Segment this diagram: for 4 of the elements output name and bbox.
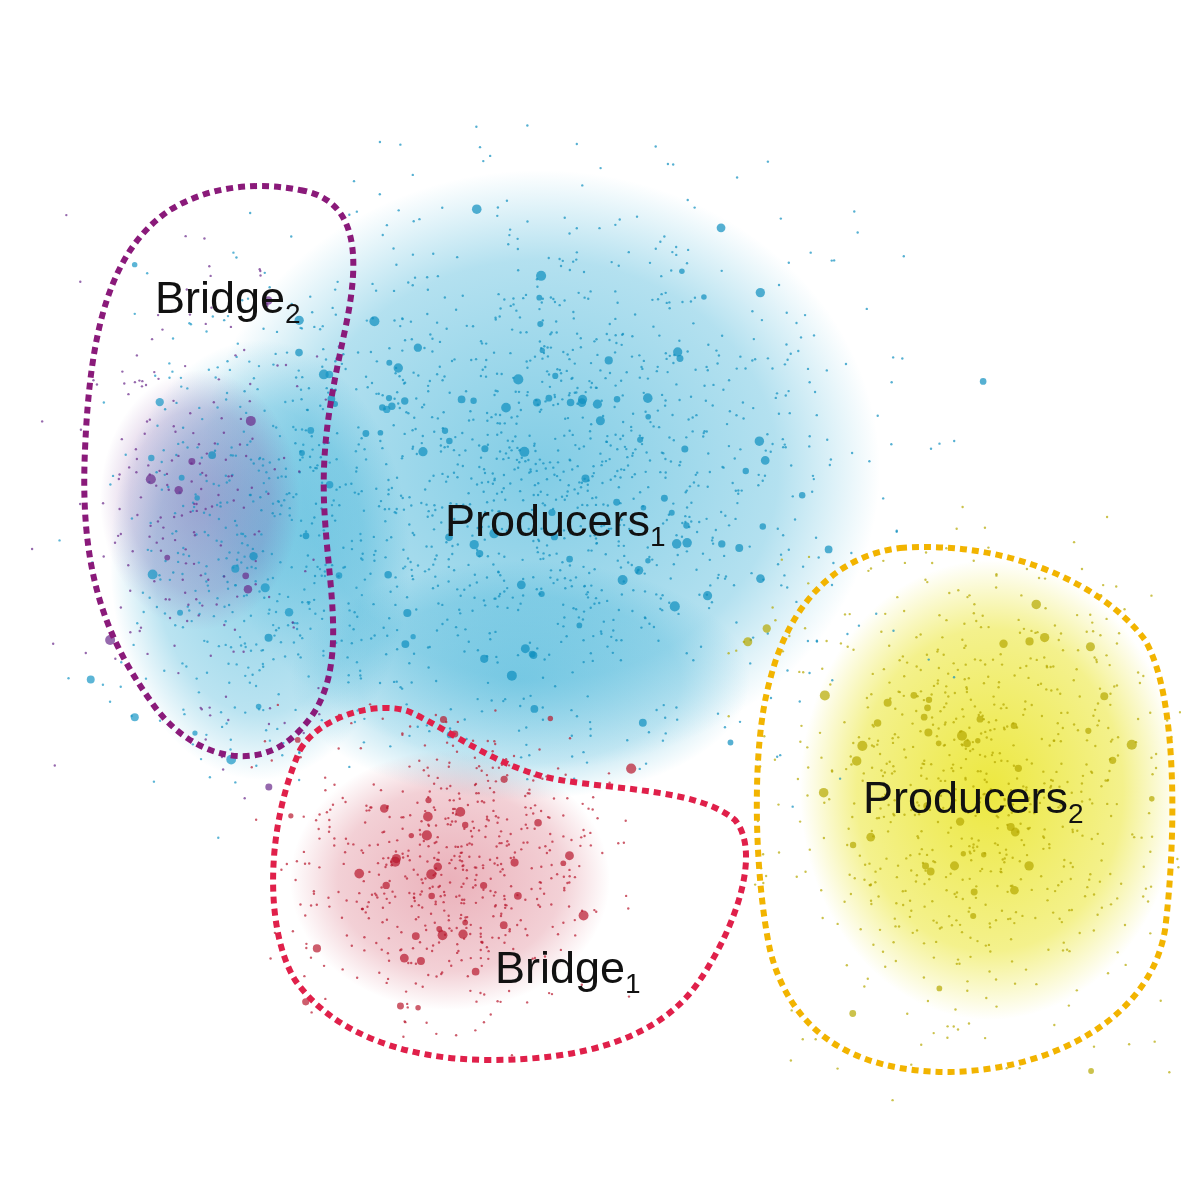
cluster-label: Producers$_{1}$ [445,498,666,551]
cluster-label: Bridge$_{2}$ [155,275,301,328]
cluster-label: Bridge$_{1}$ [495,945,641,998]
cluster-label: Producers$_{2}$ [863,775,1084,828]
